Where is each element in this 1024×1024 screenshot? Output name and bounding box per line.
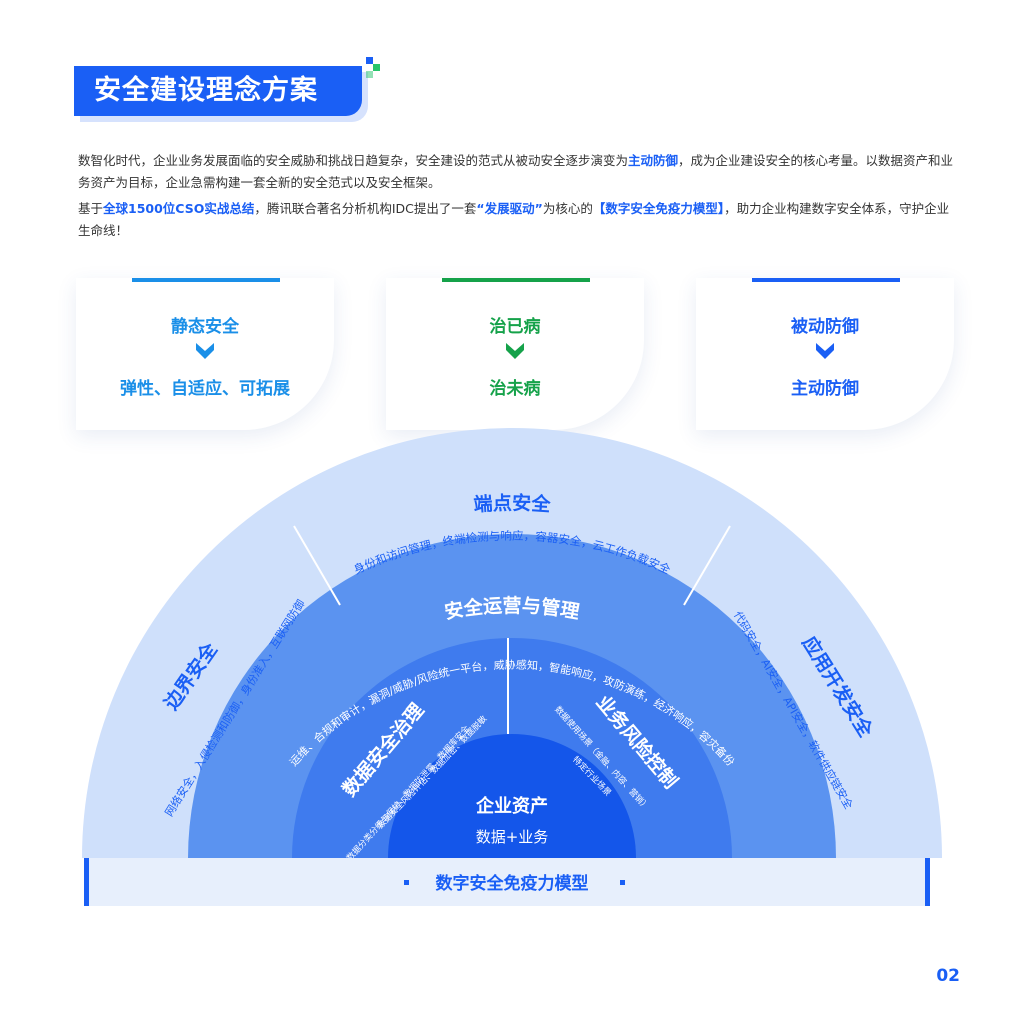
card-from-label: 治已病 xyxy=(489,317,541,337)
card-cure-disease: 治已病 治未病 xyxy=(386,278,644,430)
down-arrow-icon xyxy=(196,343,214,359)
highlight-model: 【数字安全免疫力模型】 xyxy=(592,201,725,216)
card-passive-defense: 被动防御 主动防御 xyxy=(696,278,954,430)
outer-divider-left xyxy=(293,525,341,606)
title-banner: 安全建设理念方案 xyxy=(74,66,362,116)
core-subtitle: 数据+业务 xyxy=(476,828,549,846)
intro-paragraph-1: 数智化时代，企业业务发展面临的安全威胁和挑战日趋复杂，安全建设的范式从被动安全逐… xyxy=(78,153,954,190)
card-accent-bar xyxy=(132,278,280,282)
intro-text: 数智化时代，企业业务发展面临的安全威胁和挑战日趋复杂，安全建设的范式从被动安全逐… xyxy=(78,150,960,246)
core-title: 企业资产 xyxy=(475,795,548,817)
model-base-label: 数字安全免疫力模型 xyxy=(436,873,589,894)
highlight-active-defense: 主动防御 xyxy=(628,153,679,168)
card-to-label: 治未病 xyxy=(489,379,541,399)
down-arrow-icon xyxy=(816,343,834,359)
page-title: 安全建设理念方案 xyxy=(94,75,318,106)
base-right-accent xyxy=(925,858,930,906)
highlight-cso: 全球1500位CSO实战总结 xyxy=(103,201,255,216)
card-accent-bar xyxy=(752,278,900,282)
decor-square xyxy=(373,64,380,71)
card-from-label: 被动防御 xyxy=(791,317,859,337)
highlight-development-driven: “发展驱动” xyxy=(476,201,543,216)
outer-divider-right xyxy=(683,525,731,606)
down-arrow-icon xyxy=(506,343,524,359)
card-from-label: 静态安全 xyxy=(171,317,239,337)
card-to-label: 弹性、自适应、可拓展 xyxy=(120,379,290,399)
title-block: 安全建设理念方案 xyxy=(74,57,384,118)
core-circle xyxy=(388,734,636,858)
segment-endpoint-title: 端点安全 xyxy=(473,491,552,516)
model-base-bar xyxy=(84,858,930,906)
base-right-dot xyxy=(620,880,625,885)
base-left-accent xyxy=(84,858,89,906)
decor-square xyxy=(366,57,373,64)
card-to-label: 主动防御 xyxy=(791,379,859,399)
card-static-security: 静态安全 弹性、自适应、可拓展 xyxy=(76,278,334,430)
base-left-dot xyxy=(404,880,409,885)
intro-paragraph-2: 基于全球1500位CSO实战总结，腾讯联合著名分析机构IDC提出了一套“发展驱动… xyxy=(78,201,950,238)
decor-square xyxy=(366,71,373,78)
card-accent-bar xyxy=(442,278,590,282)
page-number: 02 xyxy=(936,966,960,986)
